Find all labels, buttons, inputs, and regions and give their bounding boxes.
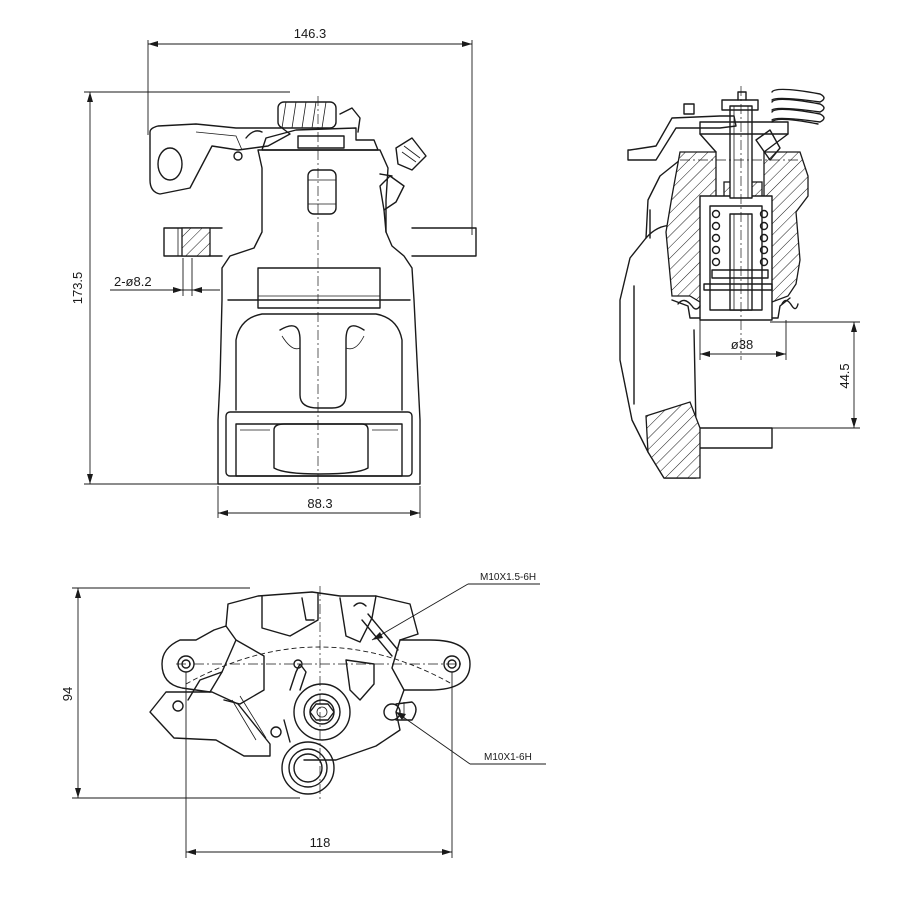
- brake-fitting: [383, 701, 417, 721]
- dim-overall-width-label: 146.3: [294, 26, 327, 41]
- dim-mount-holes-label: 2-ø8.2: [114, 274, 152, 289]
- front-view: 146.3 173.5: [70, 26, 477, 518]
- return-spring: [277, 101, 337, 129]
- thread-fitting-label: M10X1-6H: [484, 752, 532, 763]
- dim-mount-holes: 2-ø8.2: [110, 258, 220, 296]
- piston-housing: [257, 267, 381, 309]
- housing-outline: [619, 159, 773, 479]
- actuator-hub: [293, 683, 351, 741]
- bottom-view: 94: [60, 572, 546, 858]
- caliper-body-outline: [217, 149, 421, 485]
- dim-piston-diameter-label: ø38: [731, 337, 753, 352]
- bleeder-screw: [379, 137, 427, 211]
- dim-body-width-label: 88.3: [307, 496, 332, 511]
- return-spring-side: [771, 88, 825, 125]
- thread-callout-fitting: M10X1-6H: [395, 711, 546, 765]
- adjuster-spring: [711, 209, 769, 267]
- dim-bottom-hole-spacing-label: 118: [310, 835, 331, 850]
- dim-piston-offset-label: 44.5: [837, 363, 852, 388]
- section-view: ø38 44.5: [619, 86, 860, 479]
- mount-ear-right: [411, 227, 477, 257]
- pad-frame: [225, 411, 413, 477]
- dim-piston-offset: 44.5: [770, 321, 860, 429]
- thread-bleeder-label: M10X1.5-6H: [480, 572, 536, 583]
- caliper-jaw-section: [645, 401, 701, 479]
- dim-piston-diameter: ø38: [699, 320, 787, 360]
- bottom-return-spring: [270, 719, 335, 795]
- bottom-lever-plate: [149, 691, 271, 757]
- dim-overall-height: 173.5: [70, 91, 290, 485]
- parking-lever: [149, 123, 291, 195]
- dim-body-width: 88.3: [217, 486, 421, 518]
- dim-bottom-height: 94: [60, 587, 300, 799]
- dust-boot: [671, 297, 791, 319]
- lever-eye-hole: [157, 147, 183, 181]
- parking-lever-side: [627, 115, 737, 161]
- dim-bottom-height-label: 94: [60, 687, 75, 701]
- adjuster-spindle: [307, 169, 337, 215]
- thread-callout-bleeder: M10X1.5-6H: [371, 572, 540, 641]
- bottom-body-outline: [161, 625, 237, 693]
- dim-overall-height-label: 173.5: [70, 272, 85, 305]
- dim-overall-width: 146.3: [147, 26, 473, 235]
- dim-bottom-hole-spacing: 118: [185, 672, 453, 858]
